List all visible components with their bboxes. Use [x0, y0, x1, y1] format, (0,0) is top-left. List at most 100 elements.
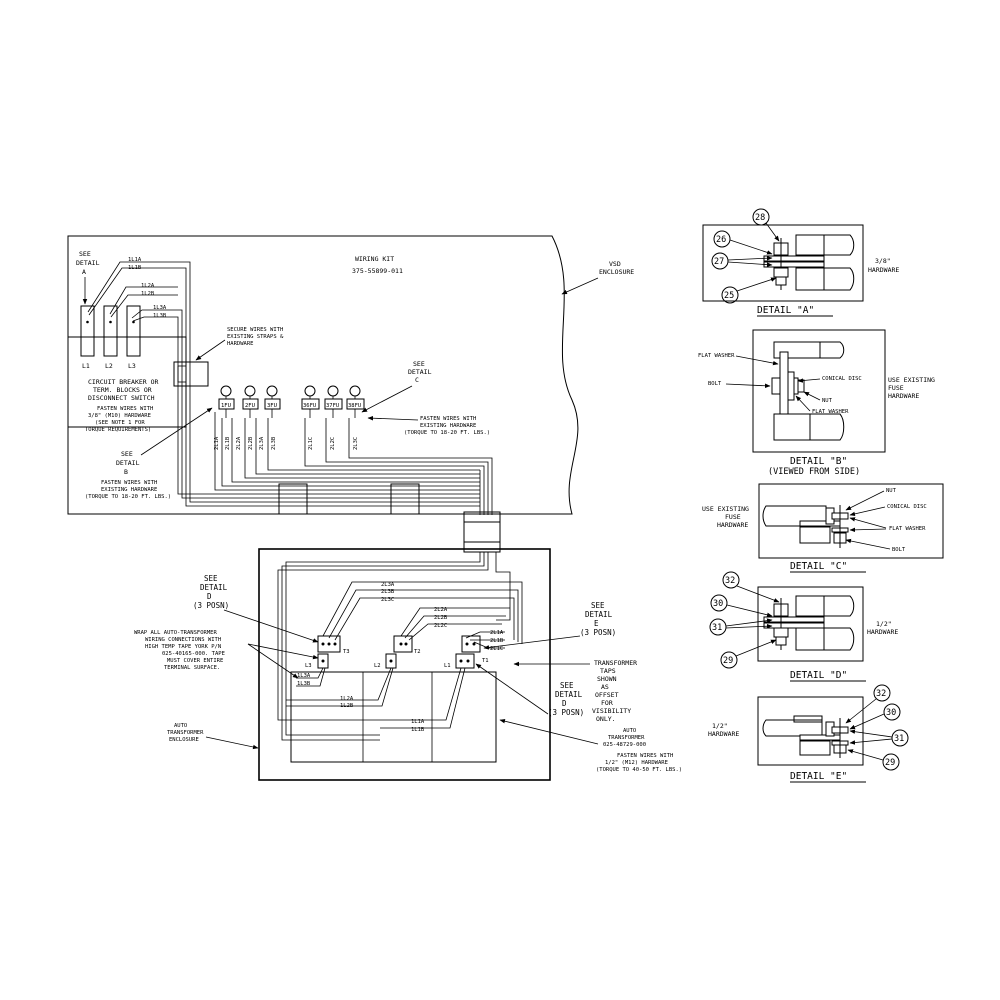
- line-l1-label: L1: [444, 663, 451, 669]
- detail-e-item-30: 30: [886, 708, 896, 718]
- fuse-3fu-label: 3FU: [267, 403, 277, 409]
- fuse-1fu: 1FU: [218, 385, 235, 418]
- b-fasten-1: FASTEN WIRES WITH: [101, 480, 157, 486]
- detail-d-item-29: 29: [723, 656, 733, 666]
- secure-note-1: SECURE WIRES WITH: [227, 327, 283, 333]
- auto-enclosure-3: ENCLOSURE: [169, 737, 199, 743]
- secure-note-2: EXISTING STRAPS &: [227, 334, 284, 340]
- detail-c-nut: NUT: [886, 488, 897, 494]
- detail-d-item-30: 30: [713, 599, 723, 609]
- detail-b-conical-disc: CONICAL DISC: [822, 376, 862, 382]
- see-detail-e-1: SEE: [591, 601, 605, 610]
- wire-1l3a: 1L3A: [153, 305, 167, 311]
- auto-wire-2l3b: 2L3B: [381, 589, 395, 595]
- fuse-1fu-label: 1FU: [221, 403, 231, 409]
- fuse-wire-2l3a: 2L3A: [259, 436, 265, 450]
- fuse-38fu-label: 38FU: [348, 403, 361, 409]
- detail-e-item-29: 29: [885, 758, 895, 768]
- auto-fasten-3: (TORQUE TO 40-50 FT. LBS.): [596, 767, 682, 773]
- wrap-note-1: WRAP ALL AUTO-TRANSFORMER: [134, 630, 217, 636]
- taps-note-8: ONLY.: [596, 715, 616, 723]
- detail-b-subtitle: (VIEWED FROM SIDE): [768, 467, 860, 477]
- detail-b-flat-washer-1: FLAT WASHER: [698, 353, 735, 359]
- fuse-3fu: 3FU: [264, 385, 281, 418]
- tap-t3-label: T3: [343, 649, 350, 655]
- b-fasten-3: (TORQUE TO 18-20 FT. LBS.): [85, 494, 171, 500]
- auto-in-1l1b: 1L1B: [411, 727, 425, 733]
- vsd-enclosure-label-2: ENCLOSURE: [599, 268, 634, 276]
- see-detail-c-2: DETAIL: [408, 368, 432, 376]
- detail-b-flat-washer-2: FLAT WASHER: [812, 409, 849, 415]
- breaker-fasten-4: TORQUE REQUIREMENTS): [85, 427, 151, 433]
- detail-c: USE EXISTING FUSE HARDWARE NUT CONICAL D…: [702, 483, 944, 573]
- auto-wire-2l1b: 2L1B: [490, 638, 504, 644]
- fuse-fasten-1: FASTEN WIRES WITH: [420, 416, 476, 422]
- wiring-kit-label: WIRING KIT: [355, 255, 394, 263]
- fuse-36fu: 36FU: [301, 385, 320, 418]
- wrap-note-5: MUST COVER ENTIRE: [167, 658, 223, 664]
- wiring-kit-number: 375-55899-011: [352, 267, 403, 275]
- breaker-fasten-1: FASTEN WIRES WITH: [97, 406, 153, 412]
- detail-a-item-25: 25: [724, 291, 734, 301]
- auto-wire-2l2a: 2L2A: [434, 607, 448, 613]
- detail-c-conical-disc: CONICAL DISC: [887, 504, 927, 510]
- taps-note-7: VISIBILITY: [592, 707, 631, 715]
- detail-a-item-28: 28: [755, 213, 765, 223]
- fuse-36fu-label: 36FU: [303, 403, 316, 409]
- see-detail-a-1: SEE: [79, 250, 91, 258]
- breaker-note-1: CIRCUIT BREAKER OR: [88, 378, 159, 386]
- detail-c-flat-washer: FLAT WASHER: [889, 526, 926, 532]
- see-detail-e-4: (3 POSN): [580, 628, 616, 637]
- fuse-37fu: 37FU: [324, 385, 343, 418]
- taps-note-2: TAPS: [600, 667, 616, 675]
- fuse-2fu: 2FU: [242, 385, 259, 418]
- wire-1l2b: 1L2B: [141, 291, 155, 297]
- taps-note-4: AS: [601, 683, 609, 691]
- breaker-note-2: TERM. BLOCKS OR: [93, 386, 152, 394]
- detail-a-title: DETAIL "A": [757, 305, 814, 316]
- detail-b: FLAT WASHER BOLT CONICAL DISC NUT FLAT W…: [698, 329, 935, 477]
- see-detail-d2-1: SEE: [560, 681, 574, 690]
- detail-c-bolt: BOLT: [892, 547, 906, 553]
- see-detail-b-2: DETAIL: [116, 459, 140, 467]
- line-l3-label: L3: [305, 663, 312, 669]
- detail-b-bolt: BOLT: [708, 381, 722, 387]
- see-detail-d-3: D: [207, 592, 212, 601]
- wire-1l2a: 1L2A: [141, 283, 155, 289]
- transformer-1: AUTO: [623, 728, 636, 734]
- see-detail-b-3: B: [124, 468, 128, 476]
- auto-wire-2l3a: 2L3A: [381, 582, 395, 588]
- wire-1l1b: 1L1B: [128, 265, 142, 271]
- auto-annotations: SEE DETAIL D (3 POSN) SEE DETAIL E (3 PO…: [134, 574, 682, 773]
- detail-a-item-26: 26: [716, 235, 726, 245]
- wrap-note-6: TERMINAL SURFACE.: [164, 665, 220, 671]
- detail-e-item-32: 32: [876, 689, 886, 699]
- wrap-note-4: 025-40165-000. TAPE: [162, 651, 225, 657]
- taps-note-5: OFFSET: [595, 691, 619, 699]
- fuse-wire-labels: 2L1A 2L1B 2L2A 2L2B 2L3A 2L3B 2L1C 2L2C …: [214, 436, 359, 450]
- auto-in-1l2a: 1L2A: [340, 696, 354, 702]
- fuse-wire-2l1a: 2L1A: [214, 436, 220, 450]
- detail-b-use-existing-3: HARDWARE: [888, 392, 919, 400]
- taps-note-6: FOR: [601, 699, 613, 707]
- see-detail-e-3: E: [594, 619, 599, 628]
- detail-d-item-31: 31: [712, 623, 722, 633]
- fuse-wire-2l3c: 2L3C: [353, 437, 359, 450]
- tap-t2-label: T2: [414, 649, 421, 655]
- fuse-row: 1FU 2FU 3FU 36FU 37FU: [85, 360, 493, 515]
- conduit: [463, 511, 501, 553]
- fuse-wire-2l2c: 2L2C: [330, 437, 336, 450]
- detail-c-use-existing-2: FUSE: [725, 513, 741, 521]
- wire-1l3b: 1L3B: [153, 313, 167, 319]
- auto-in-1l3a: 1L3A: [297, 673, 311, 679]
- see-detail-a-2: DETAIL: [76, 259, 100, 267]
- see-detail-c-1: SEE: [413, 360, 425, 368]
- auto-in-1l3b: 1L3B: [297, 681, 311, 687]
- see-detail-c-3: C: [415, 376, 419, 384]
- auto-wire-2l2b: 2L2B: [434, 615, 448, 621]
- see-detail-a-3: A: [82, 268, 86, 276]
- auto-wire-2l1c: 2L1C: [490, 646, 503, 652]
- detail-b-use-existing-2: FUSE: [888, 384, 904, 392]
- detail-e: 1/2" HARDWARE 32 30 31 29 DETAIL "E": [708, 684, 909, 783]
